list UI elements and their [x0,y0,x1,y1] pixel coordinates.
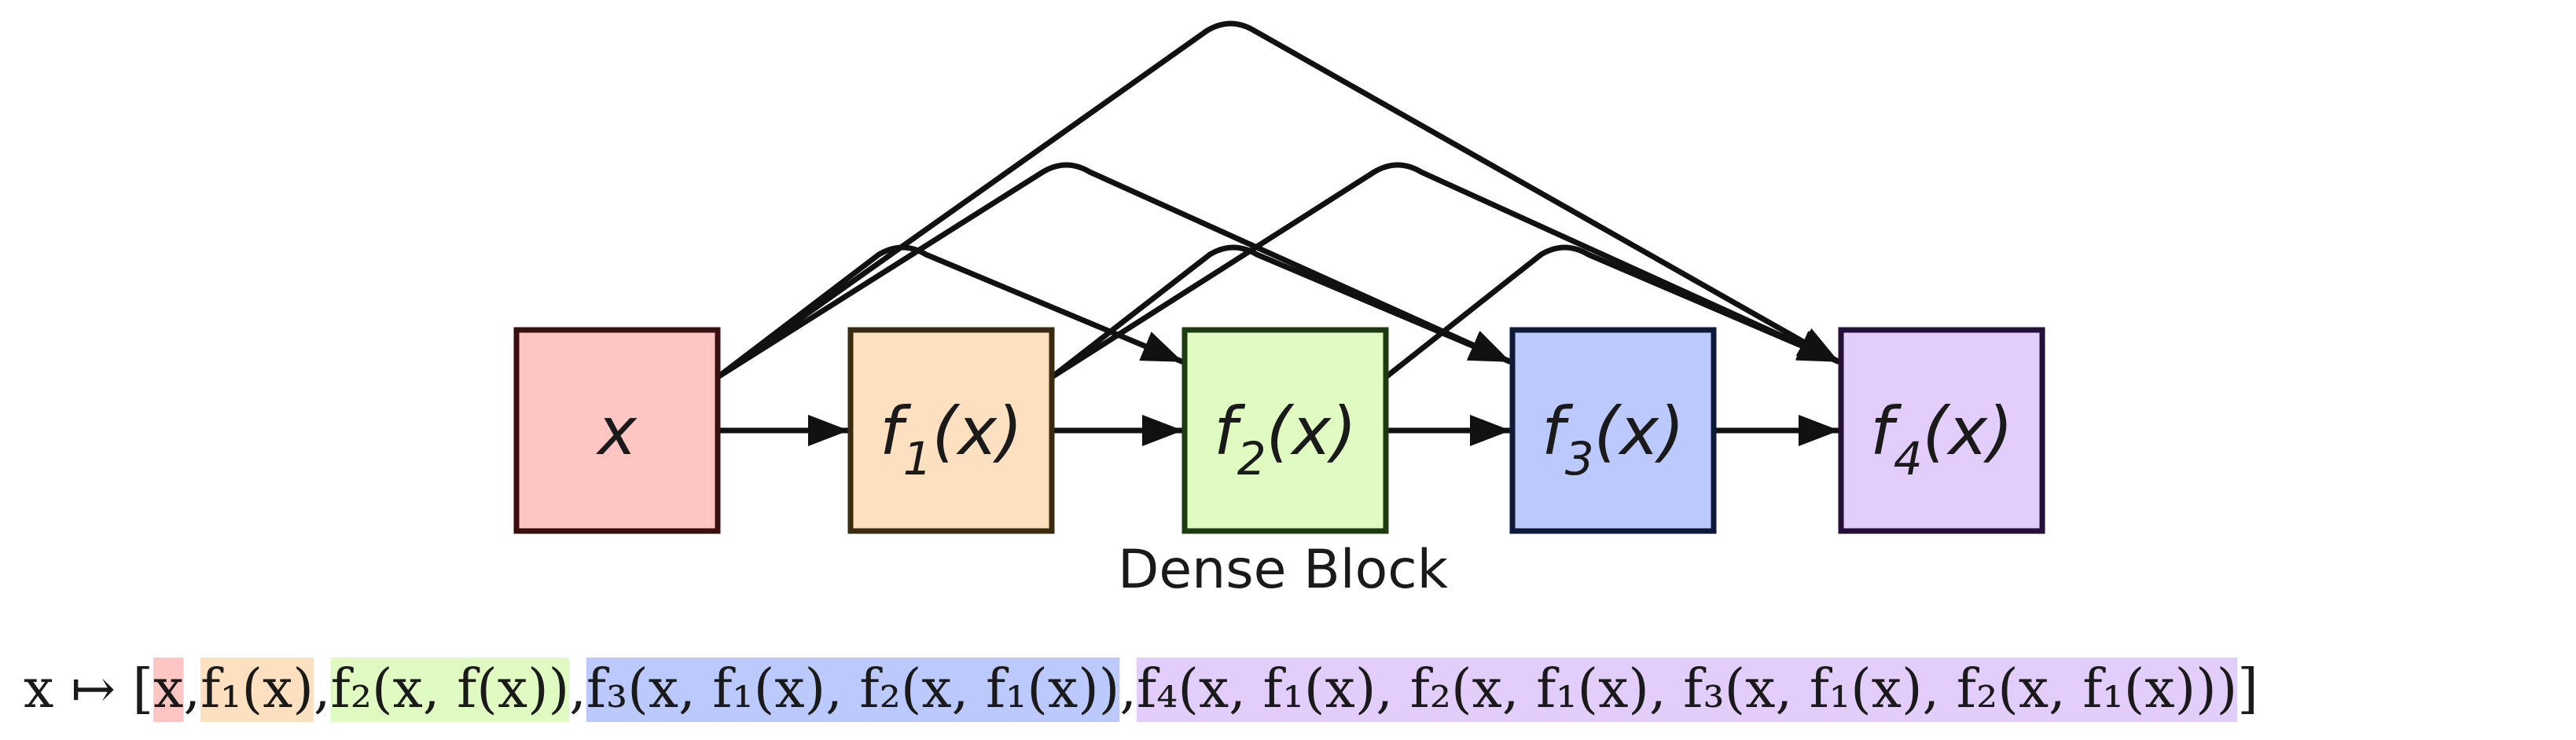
formula-separator: , [183,658,200,720]
node-label-sub: 3 [1565,432,1594,485]
edge-f2-to-f4 [1383,244,1841,380]
edge-x-to-f3 [715,162,1512,380]
formula-term: f₃(x, f₁(x), f₂(x, f₁(x)) [586,658,1120,720]
edge-x-to-f4 [715,20,1841,380]
formula-term-highlight [586,658,1120,722]
node-box [1181,327,1389,534]
node-label-sub: 2 [1237,432,1266,485]
dense-block-caption: Dense Block [1118,539,1449,601]
edge-f1-to-f4 [1049,162,1841,380]
edges [715,20,1841,446]
node-box [1838,327,2045,534]
node-label: f1(x) [880,393,1023,485]
node-label-arg: (x) [1594,393,1685,470]
node-x: x [513,327,721,534]
node-label: f2(x) [1214,393,1357,485]
formula-term-highlight [153,658,184,722]
formula-term: x [153,658,183,720]
node-label-arg: (x) [1266,393,1357,470]
node-label: x [595,393,638,470]
node-box [513,327,721,534]
edge-f1-to-f3 [1049,244,1512,380]
nodes: x f1(x) f2(x) f3(x) f4(x) [513,327,2045,534]
formula-term: f₁(x) [200,658,314,720]
node-f2: f2(x) [1181,327,1389,534]
formula-term-highlight [330,658,570,722]
formula-term: f₂(x, f(x)) [331,658,570,720]
node-box [1509,327,1717,534]
node-f3: f3(x) [1509,327,1717,534]
node-label-arg: (x) [932,393,1023,470]
formula: x ↦ [x, f₁(x), f₂(x, f(x)), f₃(x, f₁(x),… [24,658,2258,722]
node-f4: f4(x) [1838,327,2045,534]
formula-term-highlight [200,658,314,722]
formula-prefix: x ↦ [ [24,658,153,720]
node-label-arg: (x) [1923,393,2013,470]
node-label-sub: 1 [903,432,932,485]
formula-term-highlight [1136,658,2238,722]
node-label-base: x [595,393,638,470]
node-f1: f1(x) [847,327,1055,534]
node-box [847,327,1055,534]
formula-separator: , [569,658,586,720]
formula-separator: , [314,658,331,720]
formula-term: f₄(x, f₁(x), f₂(x, f₁(x), f₃(x, f₁(x), f… [1137,658,2237,720]
formula-separator: , [1119,658,1137,720]
formula-suffix: ] [2237,658,2258,720]
node-label-sub: 4 [1894,432,1923,485]
